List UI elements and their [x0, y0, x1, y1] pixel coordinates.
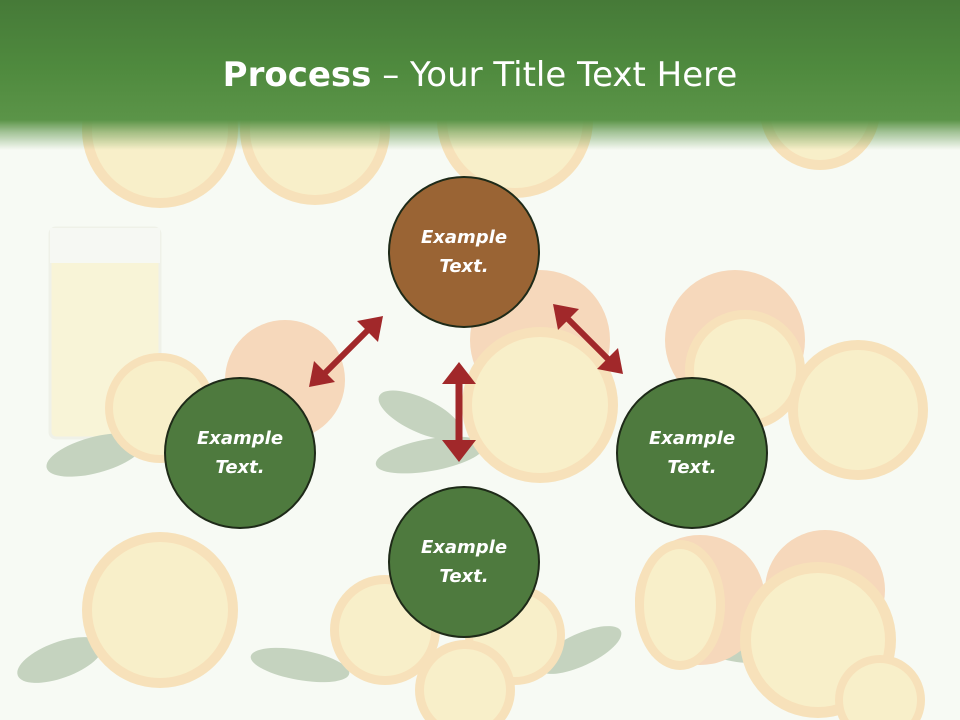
node-text-line1: Example — [420, 537, 508, 558]
node-bottom: Example Text. — [388, 486, 540, 638]
slide-title: Process – Your Title Text Here — [0, 50, 960, 100]
node-text-line1: Example — [196, 428, 284, 449]
node-text-line2: Text. — [667, 457, 717, 478]
node-right: Example Text. — [616, 377, 768, 529]
arrow-vertical — [442, 362, 476, 462]
node-text-line1: Example — [420, 227, 508, 248]
node-text-line2: Text. — [215, 457, 265, 478]
title-bar — [0, 0, 960, 150]
node-text-line1: Example — [648, 428, 736, 449]
title-bold: Process — [222, 55, 372, 95]
title-rest: Your Title Text Here — [410, 55, 738, 95]
arrow-top-left — [309, 316, 383, 387]
node-left: Example Text. — [164, 377, 316, 529]
arrow-top-right — [553, 304, 623, 374]
node-text-line2: Text. — [439, 566, 489, 587]
title-dash: – — [371, 55, 411, 95]
node-top: Example Text. — [388, 176, 540, 328]
node-text-line2: Text. — [439, 256, 489, 277]
